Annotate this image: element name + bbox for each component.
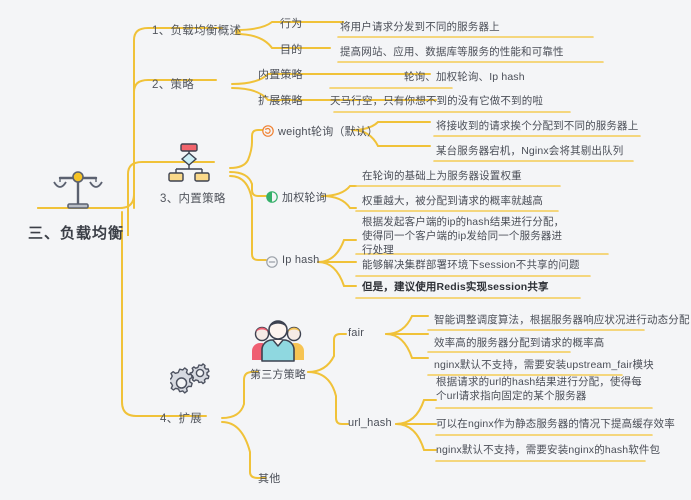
- leaf-node[interactable]: 效率高的服务器分配到请求的概率高: [434, 337, 605, 349]
- leaf-node[interactable]: 根据请求的url的hash结果进行分配，使得每个url请求指向固定的某个服务器: [436, 376, 642, 402]
- sub-label-third-party-strategy[interactable]: 第三方策略: [250, 369, 306, 381]
- sub-label-builtin-strategy[interactable]: 内置策略: [258, 69, 303, 81]
- sub-label-extension-strategy[interactable]: 扩展策略: [258, 95, 303, 107]
- root-label[interactable]: 三、负载均衡: [28, 225, 125, 242]
- leaf-node[interactable]: 但是，建议使用Redis实现session共享: [362, 281, 549, 293]
- leaf-node[interactable]: 智能调整调度算法，根据服务器响应状况进行动态分配: [434, 314, 690, 326]
- half-circle-icon: [266, 190, 278, 208]
- sub-label-weighted-round-robin[interactable]: 加权轮询: [282, 192, 327, 204]
- branch-label-builtin[interactable]: 3、内置策略: [160, 193, 226, 205]
- leaf-node[interactable]: 在轮询的基础上为服务器设置权重: [362, 170, 522, 182]
- leaf-node[interactable]: nginx默认不支持，需要安装upstream_fair模块: [434, 359, 654, 371]
- sub-label-purpose[interactable]: 目的: [280, 44, 303, 56]
- leaf-node[interactable]: 根据发起客户端的ip的hash结果进行分配，使得同一个客户端的ip发给同一个服务…: [362, 216, 565, 256]
- leaf-node[interactable]: 权重越大，被分配到请求的概率就越高: [362, 195, 544, 207]
- minus-circle-icon: [266, 255, 278, 273]
- people-group-icon: [250, 318, 306, 367]
- sub-label-weight-round-robin[interactable]: weight轮询（默认）: [278, 126, 379, 138]
- sub-label-fair[interactable]: fair: [348, 327, 365, 339]
- leaf-node[interactable]: 将接收到的请求挨个分配到不同的服务器上: [436, 120, 639, 132]
- branch-label-strategy[interactable]: 2、策略: [152, 79, 195, 91]
- sub-label-other[interactable]: 其他: [258, 473, 281, 485]
- branch-label-extension[interactable]: 4、扩展: [160, 413, 203, 425]
- leaf-node[interactable]: 天马行空，只有你想不到的没有它做不到的啦: [330, 95, 543, 107]
- leaf-node[interactable]: 将用户请求分发到不同的服务器上: [340, 21, 500, 33]
- sub-label-ip-hash[interactable]: Ip hash: [282, 254, 320, 266]
- sub-label-behavior[interactable]: 行为: [280, 18, 303, 30]
- leaf-node[interactable]: 提高网站、应用、数据库等服务的性能和可靠性: [340, 46, 564, 58]
- leaf-node[interactable]: 某台服务器宕机，Nginx会将其剔出队列: [436, 145, 624, 157]
- refresh-circle-icon: [262, 124, 274, 142]
- leaf-node[interactable]: nginx默认不支持，需要安装nginx的hash软件包: [436, 444, 661, 456]
- leaf-node[interactable]: 能够解决集群部署环境下session不共享的问题: [362, 259, 580, 271]
- gears-icon: [167, 362, 212, 407]
- branch-label-overview[interactable]: 1、负载均衡概述: [152, 25, 242, 37]
- sub-label-url-hash[interactable]: url_hash: [348, 417, 392, 429]
- leaf-node[interactable]: 可以在nginx作为静态服务器的情况下提高缓存效率: [436, 418, 675, 430]
- leaf-node[interactable]: 轮询、加权轮询、Ip hash: [404, 71, 525, 83]
- flowchart-icon: [168, 142, 210, 189]
- balance-scale-icon: [52, 166, 104, 219]
